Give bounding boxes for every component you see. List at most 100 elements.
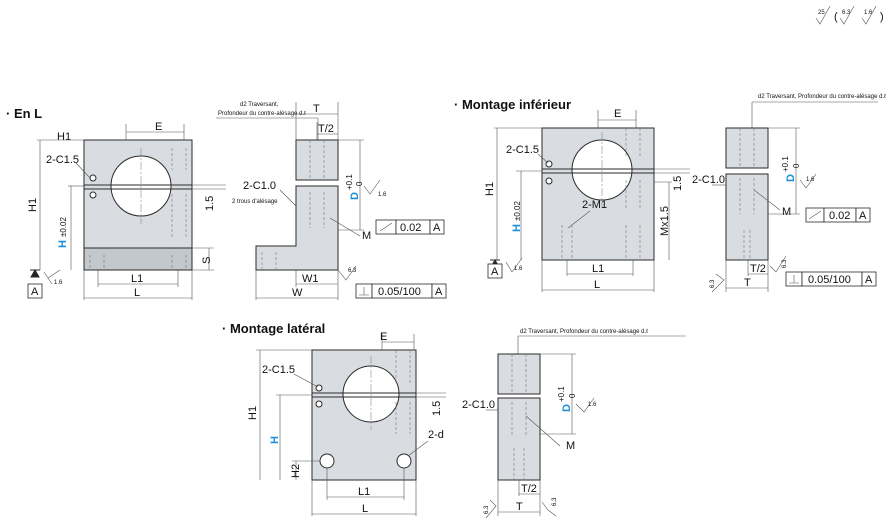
chamfer-callout: 2-C1.5 (46, 154, 79, 166)
svg-text:(: ( (834, 11, 838, 23)
dim-h: H (511, 224, 523, 232)
dim-t: T (313, 103, 320, 115)
dim-t: T (744, 277, 751, 289)
perpendicularity-datum: A (865, 274, 873, 286)
dim-mx: Mx1.5 (659, 206, 671, 236)
dim-l1: L1 (131, 273, 143, 285)
dim-d: D (785, 174, 797, 182)
dim-h-tol: ±0.02 (513, 200, 522, 221)
view-title-side-mount: · Montage latéral (222, 321, 325, 336)
roughness-base: 1.6 (54, 280, 63, 286)
dim-l1: L1 (358, 486, 370, 498)
dim-d-tol-top: +0.1 (557, 386, 566, 402)
dim-l: L (594, 279, 600, 291)
dim-h: H (269, 436, 281, 444)
side-lower-block (497, 397, 541, 481)
view-l-type-side: d2 Traversant, Profondeur du contre-alés… (216, 102, 447, 300)
view-bottom-mount-side: d2 Traversant, Profondeur du contre-alés… (692, 93, 886, 293)
dim-l: L (134, 287, 140, 299)
view-side-mount-side: d2 Traversant, Profondeur du contre-alés… (462, 328, 686, 519)
dim-t: T (516, 501, 523, 513)
dim-slit: 1.5 (204, 196, 216, 211)
dim-h1: H1 (27, 198, 39, 212)
thread-m: M (566, 440, 575, 452)
roughness-value-25: 25 (818, 10, 825, 16)
dim-w1: W1 (302, 273, 319, 285)
side-upper-block (725, 127, 769, 169)
dim-slit: 1.5 (672, 176, 684, 191)
side-upper-block (295, 139, 339, 181)
roughness-legend: 25 ( 6.3 1.6 ) (815, 5, 884, 25)
dim-d-tol-top: +0.1 (781, 156, 790, 172)
roughness-value-1-6: 1.6 (864, 10, 873, 16)
side-chamfer: 2-C1.0 (692, 174, 725, 186)
roughness-base: 1.6 (514, 266, 523, 272)
dim-t-half: T/2 (318, 123, 334, 135)
roughness-right: 6.3 (552, 497, 558, 506)
dim-e: E (380, 331, 387, 343)
side-lower-block (725, 173, 769, 261)
side-note-2: Profondeur du contre-alésage d.ℓ (218, 110, 306, 117)
hole-callout: 2-d (428, 429, 444, 441)
view-bottom-mount-front: · Montage inférieur E H1 H ±0.02 2-C1.5 … (454, 97, 690, 292)
dim-d: D (349, 192, 361, 200)
roughness-left: 6.3 (484, 505, 490, 514)
thread-m: M (782, 206, 791, 218)
dim-t-half: T/2 (750, 263, 766, 275)
perpendicularity-tolerance: 0.05/100 (378, 286, 421, 298)
side-note: d2 Traversant, Profondeur du contre-alés… (758, 93, 886, 100)
roughness-right: 6.3 (782, 259, 788, 268)
roughness-left: 6.3 (710, 279, 716, 288)
flatness-datum: A (859, 210, 867, 222)
dim-d-tol-bottom: 0 (568, 393, 577, 398)
side-upper-block (497, 353, 541, 395)
side-chamfer: 2-C1.0 (243, 180, 276, 192)
perpendicularity-datum: A (435, 286, 443, 298)
side-chamfer: 2-C1.0 (462, 399, 495, 411)
dim-d: D (561, 404, 573, 412)
thread-m: M (362, 230, 371, 242)
base-flange (83, 247, 193, 271)
mounting-hole-left (319, 453, 335, 469)
flatness-tolerance: 0.02 (829, 210, 850, 222)
dim-d-tol-bottom: 0 (792, 163, 801, 168)
dim-slit: 1.5 (431, 401, 443, 416)
dim-h: H (57, 240, 69, 248)
chamfer-callout: 2-C1.5 (506, 144, 539, 156)
dim-h1: H1 (484, 182, 496, 196)
dim-d-tol-top: +0.1 (345, 174, 354, 190)
side-roughness: 1.6 (378, 192, 387, 198)
dim-h1: H1 (247, 406, 259, 420)
dim-e: E (155, 121, 162, 133)
flatness-datum: A (433, 222, 441, 234)
side-roughness: 1.6 (806, 177, 815, 183)
dim-e: E (614, 108, 621, 120)
flatness-tolerance: 0.02 (400, 222, 421, 234)
side-roughness-2: 6.3 (348, 268, 357, 274)
dim-l1: L1 (592, 263, 604, 275)
dim-t-half: T/2 (521, 483, 537, 495)
svg-text:): ) (880, 11, 884, 23)
view-title-bottom-mount: · Montage inférieur (454, 97, 571, 112)
hole-note: 2 trous d'alésage (232, 199, 278, 205)
view-side-mount-front: · Montage latéral E H1 H H2 2-C1.5 1.5 2… (222, 321, 446, 516)
roughness-value-6-3: 6.3 (842, 10, 851, 16)
view-title-l-type: · En L (6, 106, 42, 121)
dim-h1-top: H1 (57, 131, 71, 143)
mounting-hole-right (396, 453, 412, 469)
dim-h-tol: ±0.02 (59, 216, 68, 237)
dim-l: L (362, 503, 368, 515)
datum-a: A (491, 266, 499, 278)
dim-h2: H2 (290, 464, 302, 478)
side-roughness: 1.6 (588, 402, 597, 408)
view-l-type-front: · En L E H1 H1 H ±0.02 2-C1.5 1.5 S (6, 106, 226, 300)
thread-2-m1: 2-M1 (582, 199, 607, 211)
dim-d-tol-bottom: 0 (355, 181, 364, 186)
perpendicularity-tolerance: 0.05/100 (808, 274, 851, 286)
dim-s: S (201, 257, 213, 264)
side-note: d2 Traversant, Profondeur du contre-alés… (520, 328, 648, 335)
chamfer-callout: 2-C1.5 (262, 364, 295, 376)
datum-a: A (31, 286, 39, 298)
dim-w: W (292, 287, 303, 299)
